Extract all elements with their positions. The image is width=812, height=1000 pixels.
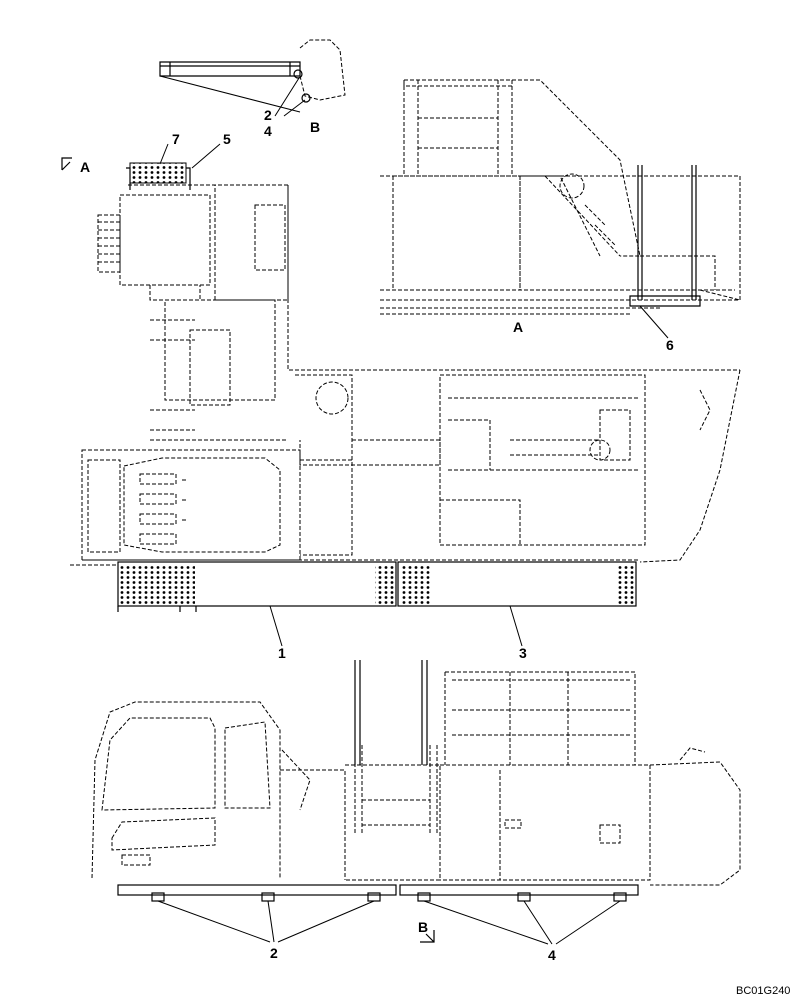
detail-b-bracket bbox=[159, 39, 346, 117]
side-view-machine bbox=[91, 660, 741, 945]
top-grille-part-7 bbox=[129, 162, 187, 184]
step-plate-3 bbox=[397, 561, 637, 607]
callout-2-detail: 2 bbox=[264, 107, 272, 123]
callout-4-side: 4 bbox=[548, 947, 556, 963]
callout-7: 7 bbox=[172, 131, 180, 147]
callout-3: 3 bbox=[519, 645, 527, 661]
view-caption-a: A bbox=[513, 319, 523, 335]
view-marker-b: B bbox=[418, 919, 428, 935]
callout-5: 5 bbox=[223, 131, 231, 147]
detail-a-view bbox=[380, 79, 741, 339]
drawing-code: BC01G240 bbox=[736, 985, 790, 997]
view-caption-b: B bbox=[310, 119, 320, 135]
view-marker-a: A bbox=[80, 159, 90, 175]
step-plate-1 bbox=[117, 561, 397, 607]
top-view-machine bbox=[61, 143, 741, 647]
callout-1: 1 bbox=[278, 645, 286, 661]
callout-4-detail: 4 bbox=[264, 123, 272, 139]
side-step-plate-right bbox=[399, 884, 639, 896]
callout-6: 6 bbox=[666, 337, 674, 353]
callout-2-side: 2 bbox=[270, 945, 278, 961]
side-step-plate-left bbox=[117, 884, 397, 896]
